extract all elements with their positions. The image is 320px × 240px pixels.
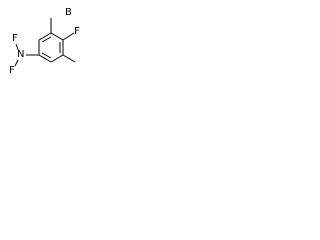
ring-bond-5	[38, 54, 52, 63]
molecule-diagram	[14, 18, 76, 67]
fluorine-label-left-lower: F	[9, 65, 15, 76]
ring-double-bond-1	[41, 36, 52, 43]
methyl-bond-right	[62, 54, 76, 63]
fluorine-label-left-upper: F	[12, 33, 18, 44]
ring-bond-2	[50, 32, 64, 41]
nitrogen-label: N	[17, 49, 25, 60]
ring-bond-4	[50, 54, 64, 63]
ring-double-bond-3	[41, 52, 52, 59]
fluorine-bond-upper	[62, 32, 75, 41]
fluorine-label-top: F	[74, 26, 80, 37]
chemical-structure-canvas: B F F N F	[0, 0, 96, 83]
boron-label: B	[65, 7, 72, 18]
ring-bond-1	[38, 32, 52, 41]
